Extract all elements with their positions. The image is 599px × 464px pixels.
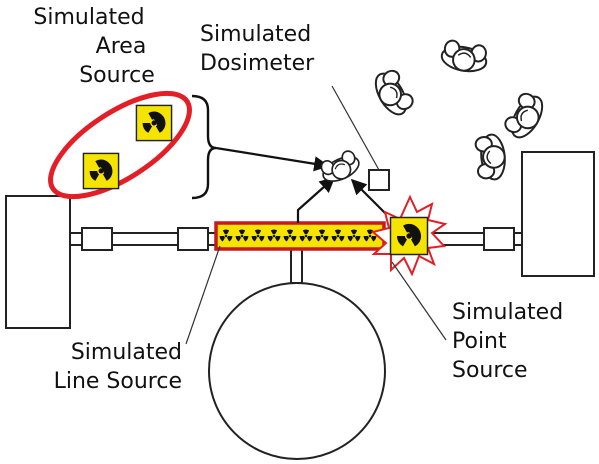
area-source-radiation-icon-1	[135, 104, 173, 142]
person-icon-2	[368, 65, 418, 121]
person-icon-3	[500, 88, 550, 144]
line-source-label-line-1: Simulated	[70, 340, 182, 365]
arrow-area-to-worker	[215, 146, 330, 172]
point-source-label: Simulated Point Source	[452, 298, 563, 385]
line-source-label: Simulated Line Source	[10, 338, 182, 396]
area-source-label-line-2: Area	[95, 34, 147, 59]
area-source-label-line-1: Simulated	[33, 5, 145, 30]
point-source-radiation-icon	[389, 216, 429, 256]
leader-point-source	[391, 261, 447, 341]
arrow-line-to-worker	[296, 176, 336, 223]
person-icon-4	[473, 132, 508, 182]
worker-person-icon	[316, 147, 364, 187]
pipe-fitting-1	[81, 227, 113, 251]
line-source-label-line-2: Line Source	[53, 369, 182, 394]
area-source-label-line-3: Source	[79, 63, 155, 88]
dosimeter-label-line-1: Simulated	[200, 22, 312, 47]
person-icon-1	[438, 38, 490, 76]
brace-bracket	[191, 94, 217, 200]
point-source-label-line-2: Point	[452, 329, 507, 354]
dosimeter-box-icon	[368, 169, 390, 191]
leader-dosimeter	[331, 85, 380, 171]
dosimeter-label: Simulated Dosimeter	[200, 20, 314, 78]
area-source-radiation-icon-2	[82, 152, 120, 190]
right-equipment-box	[521, 151, 595, 277]
area-source-outline	[48, 90, 192, 200]
pipe-fitting-2	[177, 227, 209, 251]
point-source-label-line-3: Source	[452, 358, 528, 383]
area-source-label: Simulated Area Source	[0, 3, 178, 90]
point-source-label-line-1: Simulated	[452, 300, 564, 325]
left-equipment-box	[5, 195, 71, 329]
pipe-fitting-3	[483, 227, 515, 251]
leader-line-source	[185, 245, 221, 345]
storage-tank	[208, 282, 386, 460]
dosimeter-label-line-2: Dosimeter	[200, 51, 315, 76]
